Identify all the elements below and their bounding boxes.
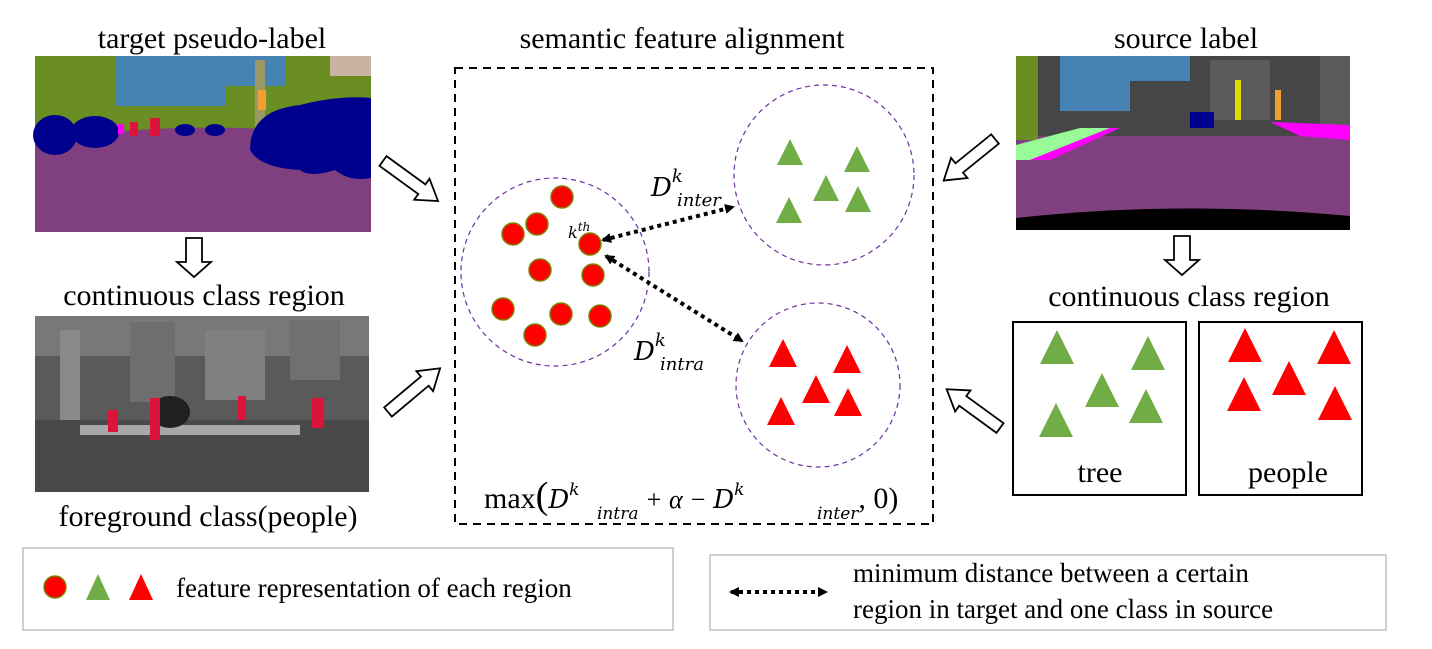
arrow-source-region-to-alignment — [945, 388, 1005, 435]
d-inter-arrow — [601, 204, 735, 243]
continuous-class-region-image — [35, 316, 369, 492]
tree-region-box — [1012, 321, 1187, 496]
target-pseudo-label-image — [33, 56, 371, 232]
alignment-box — [454, 67, 934, 525]
tree-feature-points — [776, 139, 871, 223]
legend-red-triangle — [129, 574, 153, 600]
d-intra-arrow — [604, 254, 744, 343]
people-region-shapes — [1227, 328, 1352, 420]
source-tree-cluster — [733, 84, 915, 266]
arrow-region-to-alignment — [382, 367, 442, 418]
legend-circle-marker — [43, 575, 67, 599]
title-source-label: source label — [1114, 22, 1258, 55]
arrow-target-to-alignment — [378, 154, 440, 202]
legend-arrow-text-line1: minimum distance between a certain — [853, 558, 1249, 588]
kth-feature-point — [578, 232, 602, 256]
arrow-source-to-alignment — [942, 133, 1001, 182]
label-continuous-class-region-right: continuous class region — [1048, 280, 1330, 313]
title-semantic-feature-alignment: semantic feature alignment — [520, 22, 846, 55]
target-feature-points — [491, 185, 612, 347]
kth-label: kth — [568, 220, 590, 242]
label-tree: tree — [1078, 456, 1123, 489]
legend-green-triangle — [86, 574, 110, 600]
legend-arrow-text-line2: region in target and one class in source — [853, 594, 1273, 624]
people-feature-points — [767, 339, 862, 425]
tree-region-shapes — [1039, 330, 1165, 437]
title-target-pseudo-label: target pseudo-label — [98, 22, 327, 55]
loss-formula: max(Dkintra + α − Dkinter, 0) — [484, 475, 898, 524]
source-label-image — [1016, 56, 1350, 230]
source-people-cluster — [735, 302, 901, 468]
label-foreground-class: foreground class(people) — [58, 500, 357, 533]
legend-shapes-text: feature representation of each region — [176, 573, 572, 603]
label-people: people — [1248, 456, 1328, 489]
legend-shapes-box — [22, 547, 674, 631]
label-continuous-class-region-left: continuous class region — [63, 279, 345, 312]
down-arrow-right — [1162, 235, 1202, 277]
down-arrow-left — [174, 237, 214, 279]
